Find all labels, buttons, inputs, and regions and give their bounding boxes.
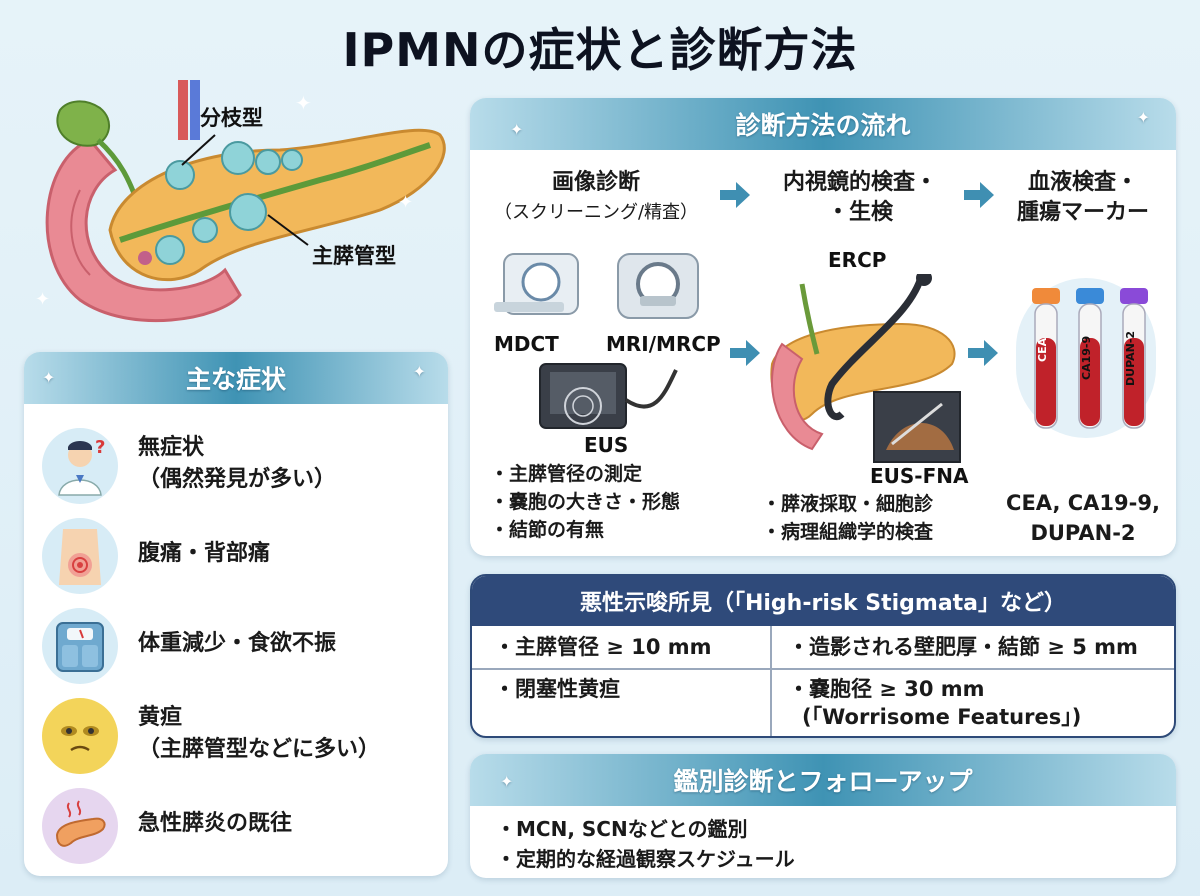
symptom-sublabel: （主膵管型などに多い） <box>138 737 381 762</box>
symptom-label: 体重減少・食欲不振 <box>138 631 337 656</box>
differential-panel: ✦ 鑑別診断とフォローアップ ・MCN, SCNなどとの鑑別 ・定期的な経過観察… <box>470 754 1176 878</box>
table-divider <box>770 626 772 736</box>
bullet-item: ・MCN, SCNなどとの鑑別 <box>496 817 748 841</box>
mdct-label: MDCT <box>494 332 559 356</box>
bullet-item: ・定期的な経過観察スケジュール <box>496 847 795 871</box>
symptom-label: 急性膵炎の既往 <box>138 811 293 836</box>
blood-tube-icons <box>1032 288 1148 429</box>
diagnosis-flow-panel: ✦ 診断方法の流れ ✦ 画像診断 （スクリーニング/精査） 内視鏡的検査・ ・生… <box>470 98 1176 556</box>
arrow-right-icon <box>730 340 760 366</box>
sparkle-icon: ✦ <box>1136 108 1150 127</box>
sparkle-icon: ✦ <box>42 368 56 387</box>
imaging-title: 画像診断 （スクリーニング/精査） <box>478 168 714 228</box>
abdomen-pain-icon <box>42 518 118 594</box>
flow-heading: 診断方法の流れ <box>735 111 911 140</box>
flow-header: ✦ 診断方法の流れ ✦ <box>470 98 1176 150</box>
symptoms-panel: ✦ 主な症状 ✦ ? 無症状 （偶然発見が多い） 腹痛・背部痛 体重減少・食欲不… <box>24 352 448 876</box>
symptom-item: 体重減少・食欲不振 <box>24 602 448 690</box>
mri-label: MRI/MRCP <box>606 332 721 356</box>
imaging-title-text: 画像診断 <box>551 170 640 195</box>
bullet-item: ・膵液採取・細胞診 <box>762 493 934 515</box>
differential-bullets: ・MCN, SCNなどとの鑑別 ・定期的な経過観察スケジュール <box>496 814 795 874</box>
symptom-label: 無症状 <box>138 435 205 460</box>
sparkle-icon: ✦ <box>500 772 514 791</box>
arrow-right-icon <box>720 182 750 208</box>
stigmata-cell: ・造影される壁肥厚・結節 ≥ 5 mm <box>788 635 1138 659</box>
symptom-item: 腹痛・背部痛 <box>24 512 448 600</box>
tube-label-ca199: CA19-9 <box>1080 335 1093 380</box>
bullet-item: ・主膵管径の測定 <box>490 463 643 485</box>
stigmata-cell: ・嚢胞径 ≥ 30 mm <box>788 677 985 701</box>
sparkle-icon: ✦ <box>510 120 524 139</box>
endoscopy-bullets: ・膵液採取・細胞診 ・病理組織学的検査 <box>762 490 933 546</box>
symptom-item: ? 無症状 （偶然発見が多い） <box>24 422 448 510</box>
svg-text:?: ? <box>95 437 105 458</box>
jaundice-face-icon <box>42 698 118 774</box>
main-duct-type-label: 主膵管型 <box>312 244 396 268</box>
ercp-label: ERCP <box>828 248 887 272</box>
symptom-item: 急性膵炎の既往 <box>24 782 448 870</box>
doctor-icon: ? <box>42 428 118 504</box>
symptom-label: 腹痛・背部痛 <box>138 541 271 566</box>
stigmata-table: ・主膵管径 ≥ 10 mm ・造影される壁肥厚・結節 ≥ 5 mm ・閉塞性黄疸… <box>472 626 1174 736</box>
svg-text:✦: ✦ <box>35 289 50 310</box>
eus-fna-label: EUS-FNA <box>870 464 969 488</box>
stigmata-cell: ・閉塞性黄疸 <box>494 677 620 701</box>
branch-type-label: 分枝型 <box>200 106 263 130</box>
inflamed-pancreas-icon <box>42 788 118 864</box>
eus-device-icon <box>539 363 678 429</box>
stigmata-header: 悪性示唆所見（「High-risk Stigmata」など） <box>472 576 1174 626</box>
markers-line1: CEA, CA19-9, <box>1006 491 1160 515</box>
differential-heading: 鑑別診断とフォローアップ <box>673 767 973 796</box>
mri-scanner-icon <box>617 253 699 319</box>
symptom-sublabel: （偶然発見が多い） <box>138 467 337 492</box>
bullet-item: ・嚢胞の大きさ・形態 <box>490 491 681 513</box>
differential-header: ✦ 鑑別診断とフォローアップ <box>470 754 1176 806</box>
markers-line2: DUPAN-2 <box>1030 521 1136 545</box>
stigmata-cell: ・主膵管径 ≥ 10 mm <box>494 635 712 659</box>
arrow-right-icon <box>968 340 998 366</box>
blood-test-title: 血液検査・ 腫瘍マーカー <box>998 168 1168 228</box>
arrow-right-icon <box>964 182 994 208</box>
table-divider <box>472 668 1174 670</box>
symptoms-heading: 主な症状 <box>185 365 286 394</box>
endoscope-pancreas-illustration <box>770 274 961 463</box>
blood-test-title-line1: 血液検査・ <box>1027 170 1138 195</box>
imaging-bullets: ・主膵管径の測定 ・嚢胞の大きさ・形態 ・結節の有無 <box>490 460 680 544</box>
high-risk-stigmata-panel: 悪性示唆所見（「High-risk Stigmata」など） ・主膵管径 ≥ 1… <box>470 574 1176 738</box>
svg-text:✦: ✦ <box>398 192 413 213</box>
symptoms-header: ✦ 主な症状 ✦ <box>24 352 448 404</box>
pancreas-diagram: ✦ ✦ ✦ <box>35 80 446 323</box>
ct-scanner-icon <box>494 253 579 315</box>
endoscopy-title-line2: ・生検 <box>826 200 893 225</box>
page-title: IPMNの症状と診断方法 <box>342 23 858 77</box>
tube-label-dupan: DUPAN-2 <box>1124 330 1137 386</box>
tube-label-cea: CEA <box>1036 337 1049 362</box>
imaging-subtitle: （スクリーニング/精査） <box>493 202 699 223</box>
scale-icon <box>42 608 118 684</box>
endoscopy-title: 内視鏡的検査・ ・生検 <box>760 168 960 228</box>
symptom-item: 黄疸 （主膵管型などに多い） <box>24 692 448 780</box>
svg-text:✦: ✦ <box>295 91 312 115</box>
bullet-item: ・結節の有無 <box>490 519 605 541</box>
stigmata-cell-note: (「Worrisome Features」) <box>802 705 1082 729</box>
sparkle-icon: ✦ <box>412 362 426 381</box>
tumor-marker-list: CEA, CA19-9, DUPAN-2 <box>998 488 1168 548</box>
endoscopy-title-line1: 内視鏡的検査・ <box>782 170 937 195</box>
pancreas-illustration: ✦ ✦ ✦ 分枝型 主膵管型 <box>20 80 460 340</box>
bullet-item: ・病理組織学的検査 <box>762 521 934 543</box>
blood-test-title-line2: 腫瘍マーカー <box>1016 200 1149 225</box>
eus-label: EUS <box>584 433 629 457</box>
symptom-label: 黄疸 <box>138 705 183 730</box>
